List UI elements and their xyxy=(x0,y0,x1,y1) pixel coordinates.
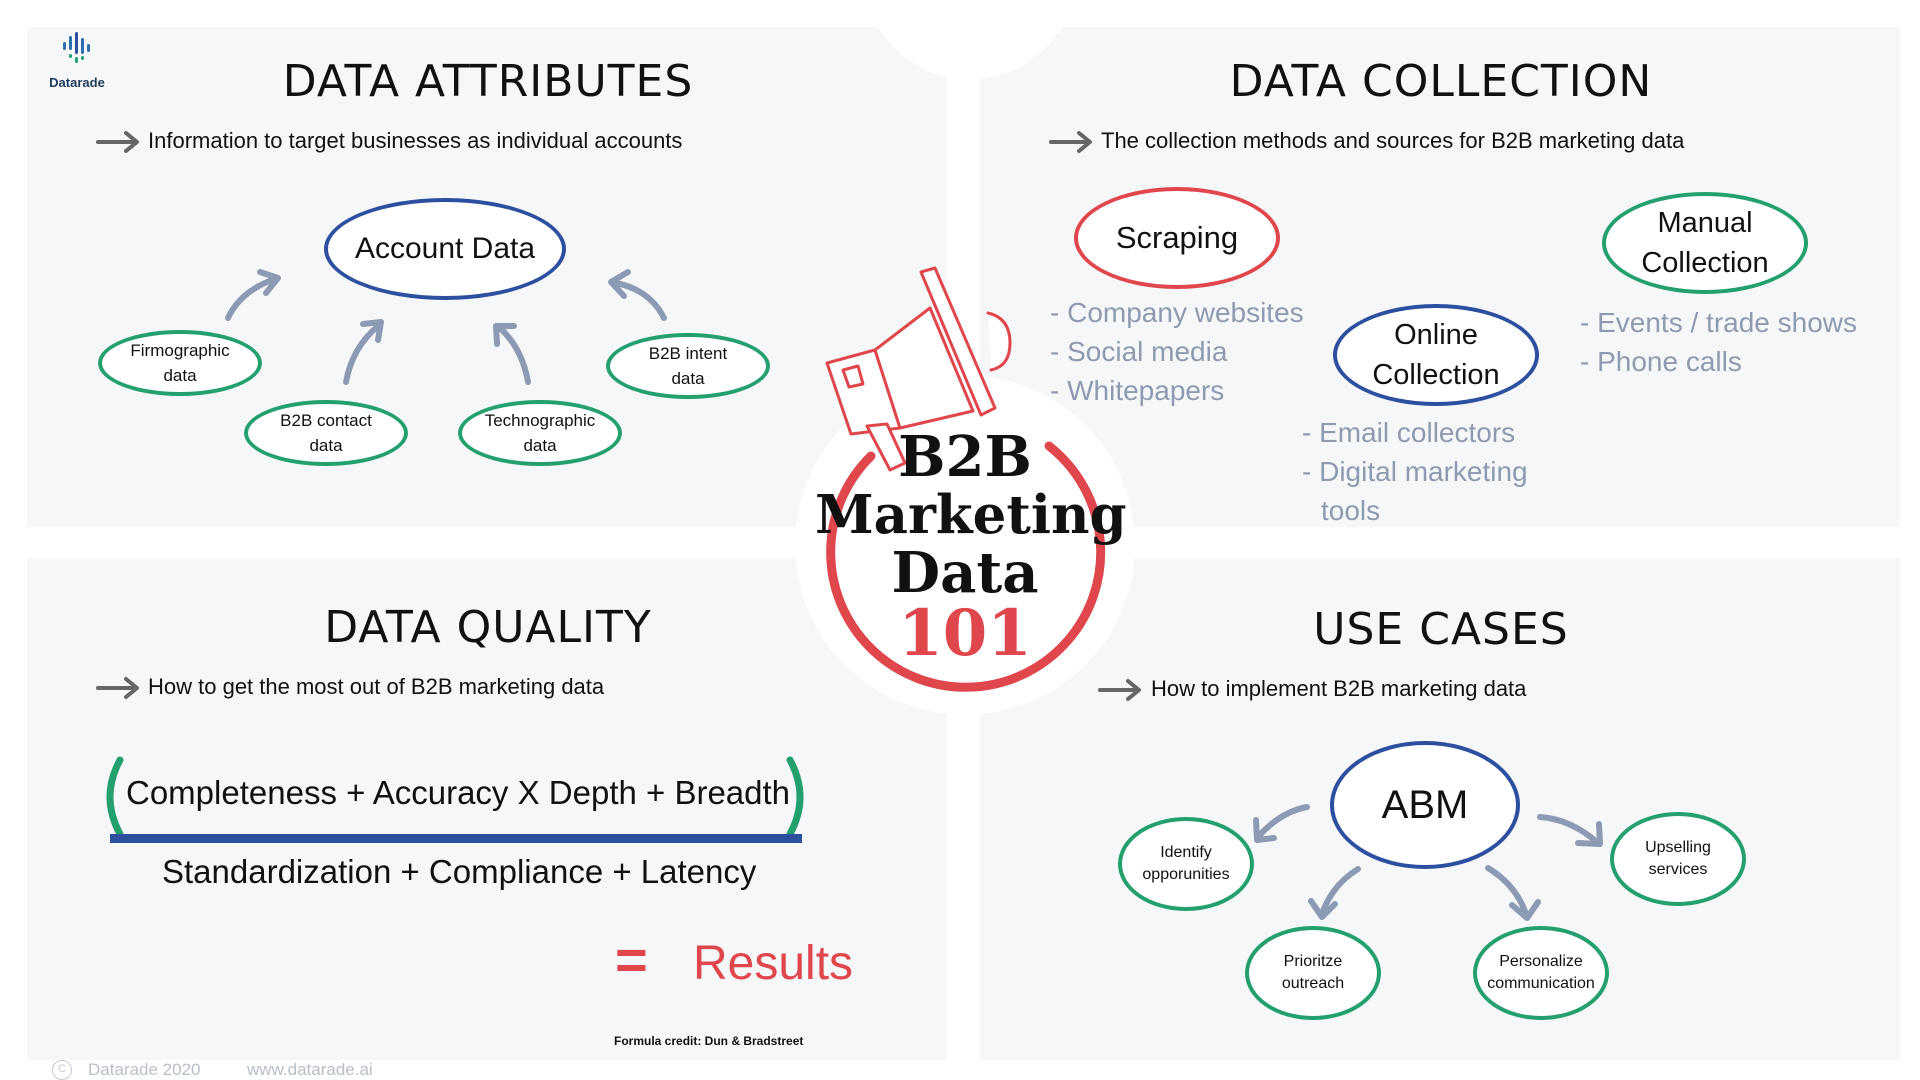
datarade-logo[interactable]: Datarade xyxy=(33,30,121,90)
arrowhead-icon xyxy=(608,269,631,299)
left-bracket-icon xyxy=(106,756,124,838)
abm-node: ABM xyxy=(1330,741,1520,869)
arrowhead-icon xyxy=(1253,817,1277,843)
account-data-node: Account Data xyxy=(324,198,566,300)
data-quality-subtitle: How to get the most out of B2B marketing… xyxy=(148,674,605,699)
attributes-connector-arrows xyxy=(225,269,667,385)
arrowhead-icon xyxy=(493,323,517,347)
logo-label: Datarade xyxy=(49,75,105,90)
results-label: Results xyxy=(693,937,854,990)
data-quality-title: DATA QUALITY xyxy=(324,602,652,653)
data-collection-title: DATA COLLECTION xyxy=(1229,56,1653,107)
manual-collection-item: - Events / trade shows xyxy=(1580,307,1858,338)
manual-collection-item: - Phone calls xyxy=(1580,346,1742,377)
arrow-icon xyxy=(1485,865,1529,917)
footer-url[interactable]: www.datarade.ai xyxy=(247,1060,373,1079)
center-title-line1: B2B xyxy=(898,424,1032,490)
arrow-icon xyxy=(343,323,381,385)
formula-numerator: Completeness + Accuracy X Depth + Breadt… xyxy=(126,774,791,811)
scraping-item: - Whitepapers xyxy=(1050,375,1225,406)
megaphone-icon xyxy=(825,266,1012,472)
use-cases-subtitle: How to implement B2B marketing data xyxy=(1151,676,1527,701)
formula-denominator: Standardization + Compliance + Latency xyxy=(162,853,757,890)
formula-credit: Formula credit: Dun & Bradstreet xyxy=(614,1034,804,1048)
equals-sign: = xyxy=(615,928,648,991)
arrow-icon xyxy=(225,277,275,321)
fraction-bar xyxy=(110,834,802,843)
right-arrow-icon xyxy=(1098,679,1141,701)
online-collection-item: - Digital marketing xyxy=(1302,456,1528,487)
scraping-item: - Company websites xyxy=(1050,297,1304,328)
arrow-icon xyxy=(1537,814,1600,845)
online-collection-item: tools xyxy=(1321,495,1381,526)
center-title-line3: Data xyxy=(891,540,1039,606)
footer-copyright: Datarade 2020 xyxy=(88,1060,201,1079)
arrow-icon xyxy=(613,280,667,321)
right-arrow-icon xyxy=(1049,131,1092,153)
data-attributes-title: DATA ATTRIBUTES xyxy=(282,56,694,107)
data-attributes-subtitle: Information to target businesses as indi… xyxy=(148,128,683,153)
center-ring xyxy=(826,441,1106,692)
right-arrow-icon xyxy=(96,131,139,153)
center-number: 101 xyxy=(898,596,1032,671)
right-arrow-icon xyxy=(96,677,139,699)
center-title: B2B Marketing Data xyxy=(815,424,1127,606)
online-collection-item: - Email collectors xyxy=(1302,417,1516,448)
arrowhead-icon xyxy=(1308,898,1338,920)
copyright-icon: C xyxy=(52,1060,72,1080)
arrowhead-icon xyxy=(257,269,281,296)
right-bracket-icon xyxy=(786,756,804,838)
arrow-icon xyxy=(1319,866,1361,917)
use-case-connector-arrows xyxy=(1253,804,1603,921)
scraping-item: - Social media xyxy=(1050,336,1228,367)
arrow-icon xyxy=(1255,804,1310,840)
arrowhead-icon xyxy=(1509,899,1541,921)
center-title-line2: Marketing xyxy=(815,484,1127,546)
panel-data-quality xyxy=(27,558,947,1060)
arrowhead-icon xyxy=(360,319,384,343)
use-cases-title: USE CASES xyxy=(1313,604,1569,655)
arrow-icon xyxy=(497,325,531,385)
scraping-node: Scraping xyxy=(1074,187,1280,289)
data-collection-subtitle: The collection methods and sources for B… xyxy=(1101,128,1685,153)
arrowhead-icon xyxy=(1575,821,1603,847)
logo-bars-icon xyxy=(63,32,90,63)
